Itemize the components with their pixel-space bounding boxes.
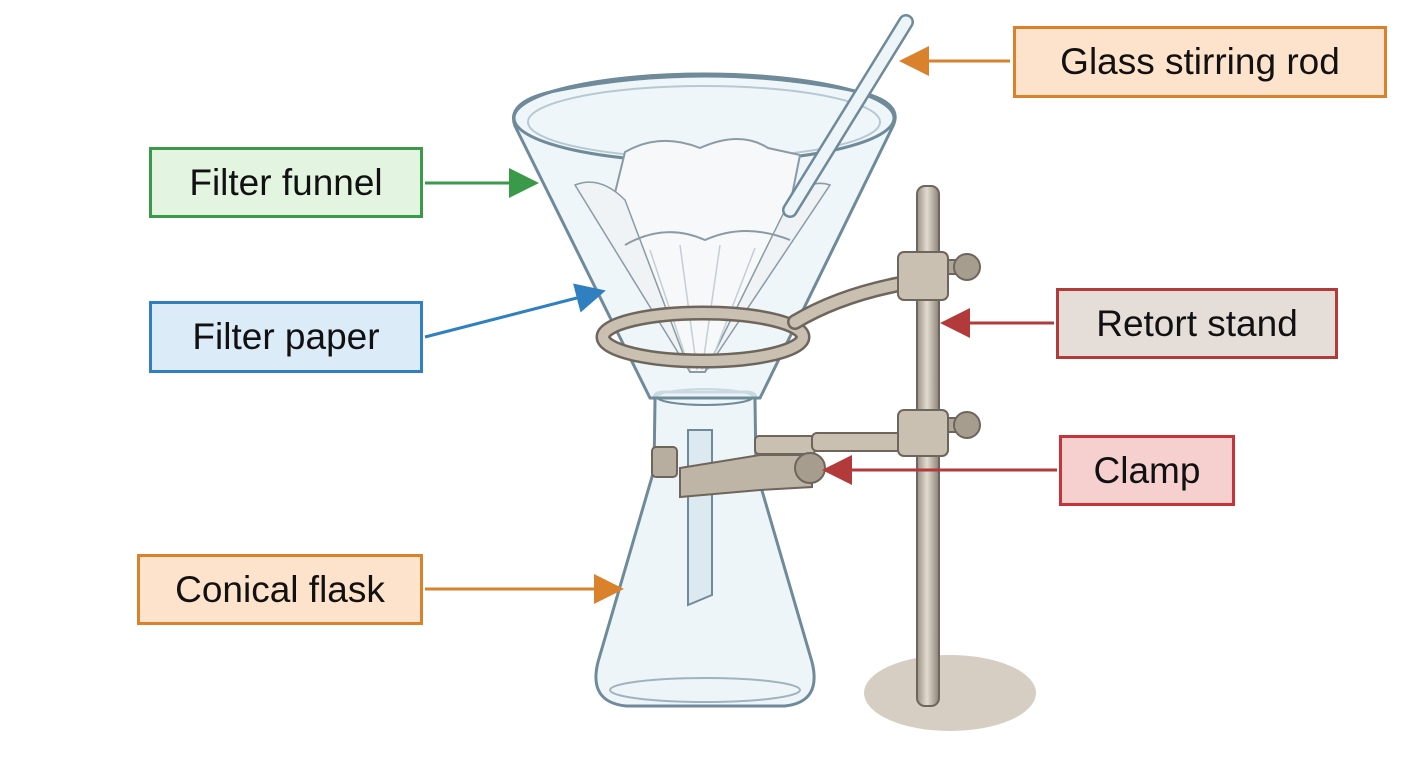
label-glass-stirring-rod: Glass stirring rod	[1013, 26, 1387, 98]
flask-clamp-shape	[651, 409, 981, 499]
label-filter-funnel: Filter funnel	[149, 147, 423, 218]
label-retort-stand: Retort stand	[1056, 288, 1338, 359]
stirring-rod-shape	[782, 14, 914, 218]
ring-clamp	[595, 251, 981, 369]
label-filter-paper: Filter paper	[149, 301, 423, 373]
label-clamp: Clamp	[1059, 435, 1235, 506]
stand-base	[864, 655, 1036, 731]
funnel-stem	[687, 429, 713, 607]
label-conical-flask: Conical flask	[137, 554, 423, 625]
arrow-filter-paper	[424, 283, 606, 339]
filter-paper-shape	[573, 138, 832, 373]
